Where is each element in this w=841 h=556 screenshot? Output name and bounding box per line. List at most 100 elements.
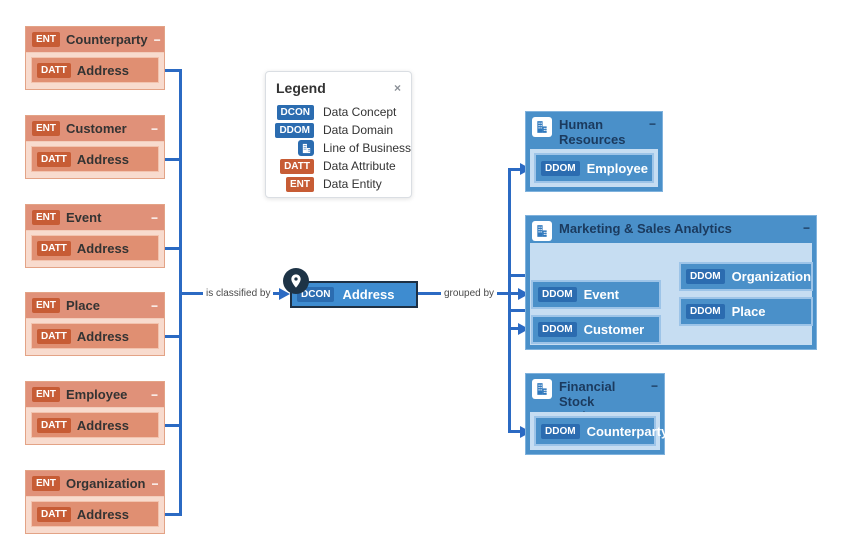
attribute-name: Address (76, 506, 129, 522)
group-body: DDOM Employee (530, 149, 658, 187)
collapse-button[interactable]: − (151, 476, 159, 491)
attribute-node-address[interactable]: DATT Address (31, 146, 159, 172)
ddom-badge: DDOM (275, 122, 314, 138)
domain-node-counterparty[interactable]: DDOM Counterparty (534, 416, 668, 446)
domain-name: Counterparty (586, 423, 669, 439)
collapse-button[interactable]: − (150, 210, 158, 225)
attribute-node-address[interactable]: DATT Address (31, 323, 159, 349)
legend-label: Data Domain (323, 123, 394, 137)
datt-badge: DATT (37, 240, 71, 256)
edge-line (508, 430, 520, 433)
domain-node-place[interactable]: DDOM Place (679, 297, 813, 326)
domain-name: Event (583, 287, 619, 302)
entity-node-employee[interactable]: ENT Employee − DATT Address (25, 381, 165, 445)
attribute-node-address[interactable]: DATT Address (31, 235, 159, 261)
domain-name: Employee (586, 160, 648, 176)
legend-label: Data Concept (323, 105, 397, 119)
legend-label: Data Attribute (323, 159, 396, 173)
entity-node-customer[interactable]: ENT Customer − DATT Address (25, 115, 165, 179)
edge-line (163, 335, 182, 338)
ent-badge: ENT (32, 210, 60, 225)
ent-badge: ENT (32, 32, 60, 47)
domain-name: Place (731, 304, 766, 319)
datt-badge: DATT (37, 506, 71, 522)
ent-badge: ENT (286, 176, 314, 192)
group-name: Marketing & Sales Analytics (559, 221, 732, 236)
legend-item-data-attribute: DATT Data Attribute (276, 157, 401, 175)
legend-item-data-concept: DCON Data Concept (276, 103, 401, 121)
edge-line (508, 168, 520, 171)
collapse-button[interactable]: − (150, 387, 158, 402)
entity-header: ENT Counterparty − (26, 27, 164, 53)
entity-name: Organization (66, 476, 146, 491)
domain-node-organization[interactable]: DDOM Organization (679, 262, 813, 291)
attribute-name: Address (76, 328, 129, 344)
ddom-badge: DDOM (538, 287, 577, 302)
legend-item-data-domain: DDOM Data Domain (275, 121, 401, 139)
building-icon (532, 117, 552, 137)
collapse-button[interactable]: − (802, 221, 810, 235)
collapse-button[interactable]: − (650, 379, 658, 393)
entity-node-place[interactable]: ENT Place − DATT Address (25, 292, 165, 356)
entity-header: ENT Employee − (26, 382, 164, 408)
group-header: Human Resources − (526, 112, 662, 147)
edge-label-classified-by: is classified by (203, 288, 274, 299)
group-node-human-resources[interactable]: Human Resources − DDOM Employee (525, 111, 663, 192)
entity-header: ENT Event − (26, 205, 164, 231)
entity-node-counterparty[interactable]: ENT Counterparty − DATT Address (25, 26, 165, 90)
group-body: DDOM Counterparty (530, 412, 668, 450)
attribute-name: Address (76, 151, 129, 167)
attribute-node-address[interactable]: DATT Address (31, 412, 159, 438)
legend-item-line-of-business: Line of Business (276, 139, 411, 157)
entity-name: Employee (66, 387, 128, 402)
close-icon[interactable]: × (393, 81, 401, 95)
ent-badge: ENT (32, 476, 60, 491)
entity-name: Counterparty (66, 32, 148, 47)
dcon-badge: DCON (276, 104, 314, 120)
ddom-badge: DDOM (541, 423, 580, 439)
domain-node-employee[interactable]: DDOM Employee (534, 153, 654, 183)
dcon-badge: DCON (297, 287, 335, 302)
edge-trunk-right (508, 168, 511, 433)
collapse-button[interactable]: − (150, 298, 158, 313)
edge-line (163, 247, 182, 250)
datt-badge: DATT (37, 328, 71, 344)
arrowhead-icon (279, 288, 290, 300)
entity-name: Event (66, 210, 102, 225)
legend-label: Data Entity (323, 177, 382, 191)
datt-badge: DATT (37, 151, 71, 167)
ent-badge: ENT (32, 298, 60, 313)
group-header: Marketing & Sales Analytics − (526, 216, 816, 241)
entity-name: Place (66, 298, 100, 313)
attribute-name: Address (76, 62, 129, 78)
collapse-button[interactable]: − (648, 117, 656, 131)
location-pin-icon (283, 268, 309, 294)
edge-line (163, 158, 182, 161)
ent-badge: ENT (32, 121, 60, 136)
group-node-financial-stock-exchange[interactable]: Financial Stock Exchange − DDOM Counterp… (525, 373, 668, 455)
concept-node-address[interactable]: DCON Address (290, 281, 418, 308)
entity-node-event[interactable]: ENT Event − DATT Address (25, 204, 165, 268)
domain-name: Organization (731, 269, 812, 284)
entity-header: ENT Organization − (26, 471, 164, 497)
entity-node-organization[interactable]: ENT Organization − DATT Address (25, 470, 165, 534)
legend-title: Legend (276, 80, 326, 96)
collapse-button[interactable]: − (153, 32, 161, 47)
collapse-button[interactable]: − (150, 121, 158, 136)
attribute-node-address[interactable]: DATT Address (31, 57, 159, 83)
ddom-badge: DDOM (541, 160, 580, 176)
edge-line (163, 69, 182, 72)
building-icon (532, 379, 552, 399)
attribute-name: Address (76, 417, 129, 433)
legend-label: Line of Business (323, 141, 412, 155)
legend-item-data-entity: ENT Data Entity (276, 175, 401, 193)
attribute-node-address[interactable]: DATT Address (31, 501, 159, 527)
group-name: Human Resources (559, 117, 626, 147)
domain-node-customer[interactable]: DDOM Customer (531, 315, 661, 344)
group-node-marketing-sales-analytics[interactable]: Marketing & Sales Analytics − DDOM Event… (525, 215, 817, 350)
domain-node-event[interactable]: DDOM Event (531, 280, 661, 309)
arrowhead-icon (518, 323, 529, 335)
domain-name: Customer (583, 322, 645, 337)
edge-line (163, 424, 182, 427)
